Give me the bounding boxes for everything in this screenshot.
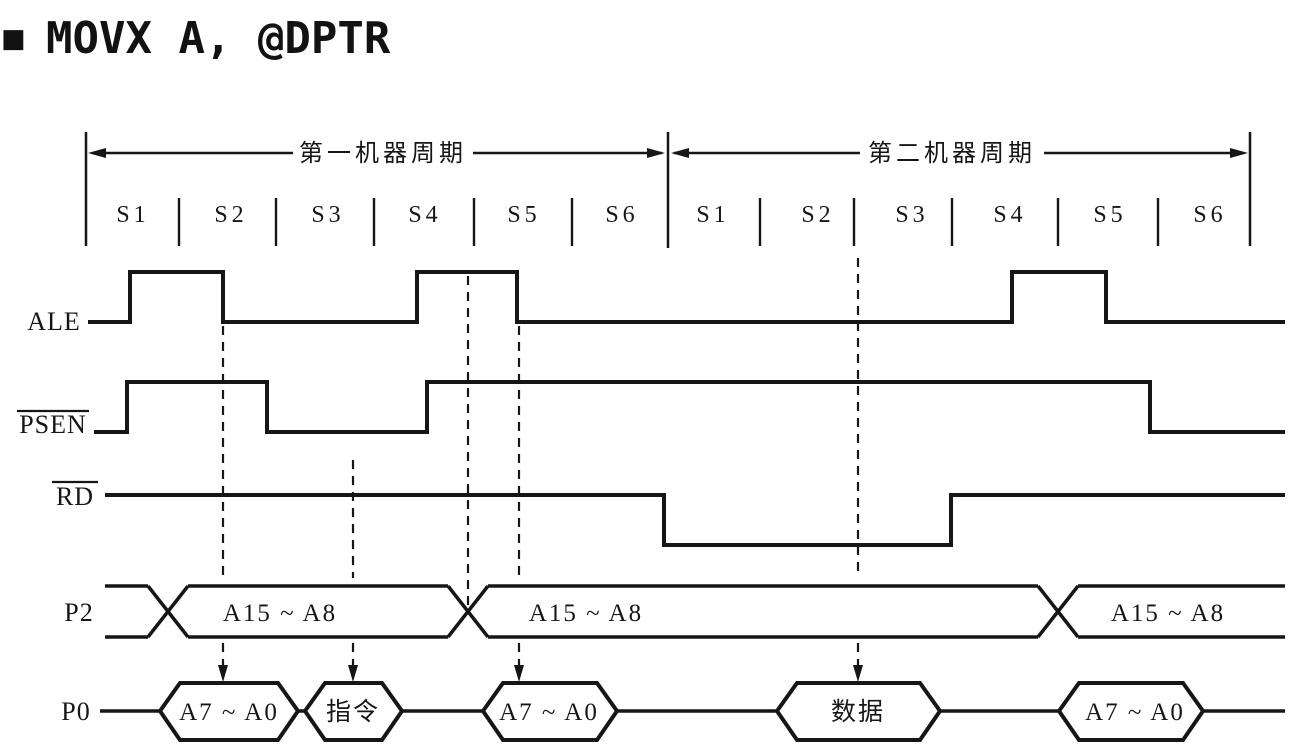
cycle-boundaries [84, 132, 1252, 248]
state-label: S2 [214, 202, 247, 228]
state-label: S1 [696, 202, 729, 228]
state-label: S5 [507, 202, 540, 228]
arrowhead-left-icon [671, 148, 689, 158]
down-arrowhead-icon [348, 665, 358, 682]
state-label: S6 [605, 202, 638, 228]
rd-waveform [105, 493, 1285, 547]
p0-bus-value: 数据 [831, 698, 885, 726]
signal-row-psen: PSEN [17, 380, 1285, 439]
state-label: S4 [408, 202, 441, 228]
psen-waveform [94, 380, 1285, 434]
down-arrowhead-icon [853, 665, 863, 682]
p0-bus-value: A7 ~ A0 [179, 699, 279, 726]
dashed-arrowheads [218, 665, 863, 682]
list-bullet-icon: ■ [1, 24, 26, 54]
cycle-label-2: 第二机器周期 [868, 140, 1036, 167]
ale-waveform [88, 270, 1285, 324]
p0-bus-hexagon [157, 681, 301, 742]
state-label: S1 [116, 202, 149, 228]
p2-bus-value: A15 ~ A8 [223, 600, 337, 627]
p0-bus-hexagon [302, 681, 405, 742]
state-label: S2 [801, 202, 834, 228]
p0-bus-value: A7 ~ A0 [499, 699, 599, 726]
arrowhead-right-icon [647, 148, 665, 158]
state-label: S4 [993, 202, 1026, 228]
arrowhead-left-icon [88, 148, 106, 158]
instruction-title: MOVX A, @DPTR [46, 13, 391, 64]
signal-row-p2: P2 A15 ~ A8 A15 ~ A8 A15 ~ A8 [64, 584, 1285, 639]
signal-label-ale: ALE [27, 307, 81, 336]
down-arrowhead-icon [218, 665, 228, 682]
signal-label-psen: PSEN [19, 410, 87, 439]
cycle-dimension-lines: 第一机器周期 第二机器周期 [88, 140, 1248, 167]
arrowhead-right-icon [1230, 148, 1248, 158]
p2-bus-waveform [105, 584, 1285, 639]
state-label: S6 [1193, 202, 1226, 228]
p0-bus-hexagon [480, 681, 620, 742]
down-arrowhead-icon [514, 665, 524, 682]
signal-row-ale: ALE [27, 270, 1285, 336]
state-label: S5 [1093, 202, 1126, 228]
p0-bus-hexagon [774, 681, 943, 742]
state-label: S3 [895, 202, 928, 228]
state-labels: S1 S2 S3 S4 S5 S6 S1 S2 S3 S4 S5 S6 [116, 202, 1226, 228]
p0-bus-value: A7 ~ A0 [1085, 699, 1185, 726]
signal-row-p0: P0 A7 ~ A0 指令 A7 ~ A0 数据 A7 ~ A0 [61, 681, 1285, 742]
state-label: S3 [311, 202, 344, 228]
p2-bus-value: A15 ~ A8 [529, 600, 643, 627]
signal-label-p2: P2 [64, 598, 93, 627]
signal-label-rd: RD [56, 482, 94, 511]
state-ticks [177, 198, 1160, 246]
p0-bus-value: 指令 [326, 698, 380, 726]
p2-bus-value: A15 ~ A8 [1111, 600, 1225, 627]
cycle-label-1: 第一机器周期 [299, 140, 467, 167]
signal-row-rd: RD [52, 480, 1285, 547]
signal-label-p0: P0 [61, 697, 90, 726]
title-row: ■ MOVX A, @DPTR [0, 8, 1300, 68]
p0-bus-hexagon [1056, 681, 1206, 742]
dashed-reference-lines [221, 258, 860, 666]
